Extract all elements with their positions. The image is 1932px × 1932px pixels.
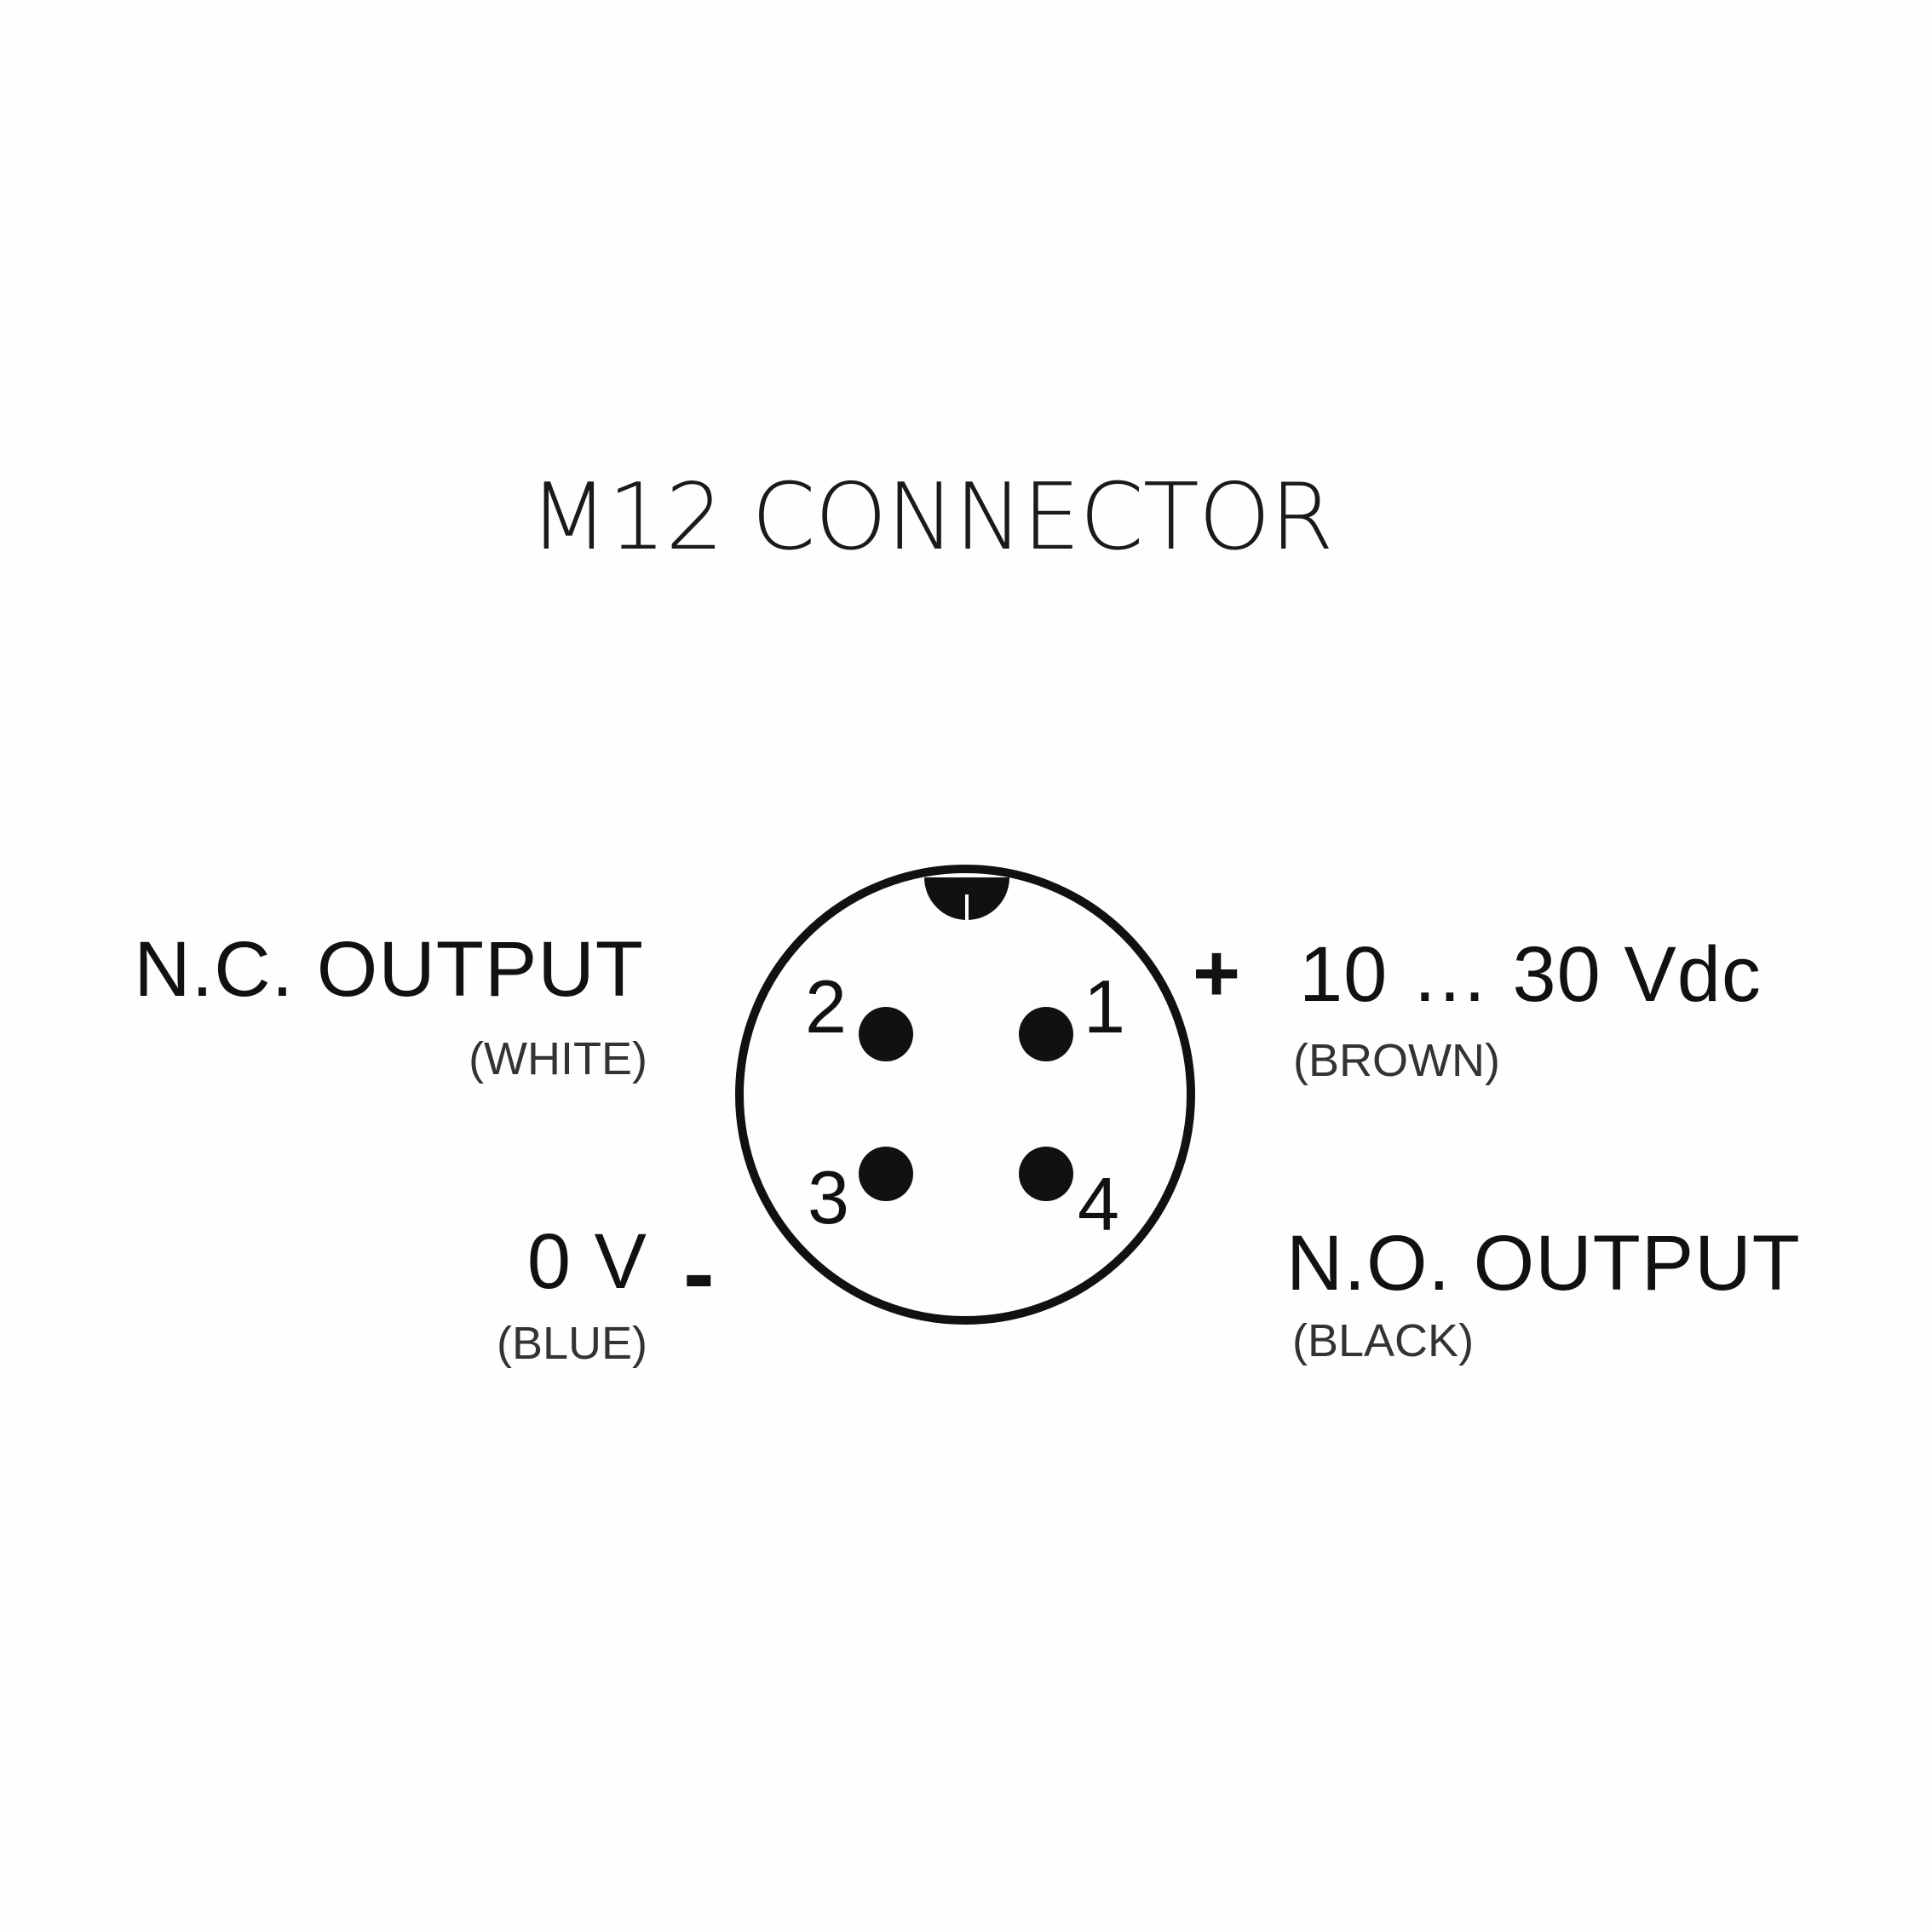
connector-body-circle bbox=[735, 865, 1195, 1325]
pin-1-number: 1 bbox=[1084, 964, 1125, 1049]
pin-2-signal-label: N.C. OUTPUT bbox=[134, 926, 644, 1013]
pin-1-signal-label: 10 … 30 Vdc bbox=[1299, 931, 1762, 1018]
pin-4-signal-label: N.O. OUTPUT bbox=[1286, 1220, 1801, 1307]
pin-4-contact bbox=[1019, 1147, 1073, 1201]
negative-polarity-sign: - bbox=[683, 1221, 715, 1325]
pin-2-number: 2 bbox=[805, 964, 847, 1049]
pin-1-wire-color: (BROWN) bbox=[1293, 1035, 1500, 1086]
pin-2-contact bbox=[859, 1007, 913, 1061]
pin-3-contact bbox=[859, 1147, 913, 1201]
pin-3-wire-color: (BLUE) bbox=[496, 1318, 647, 1369]
pin-4-wire-color: (BLACK) bbox=[1292, 1315, 1475, 1366]
pin-2-wire-color: (WHITE) bbox=[469, 1033, 647, 1084]
positive-polarity-sign: + bbox=[1193, 928, 1241, 1019]
pin-1-contact bbox=[1019, 1007, 1073, 1061]
pin-3-signal-label: 0 V bbox=[526, 1218, 647, 1305]
pin-3-number: 3 bbox=[808, 1155, 849, 1239]
diagram-title: M12 CONNECTOR bbox=[529, 464, 1334, 571]
pin-4-number: 4 bbox=[1078, 1162, 1119, 1246]
